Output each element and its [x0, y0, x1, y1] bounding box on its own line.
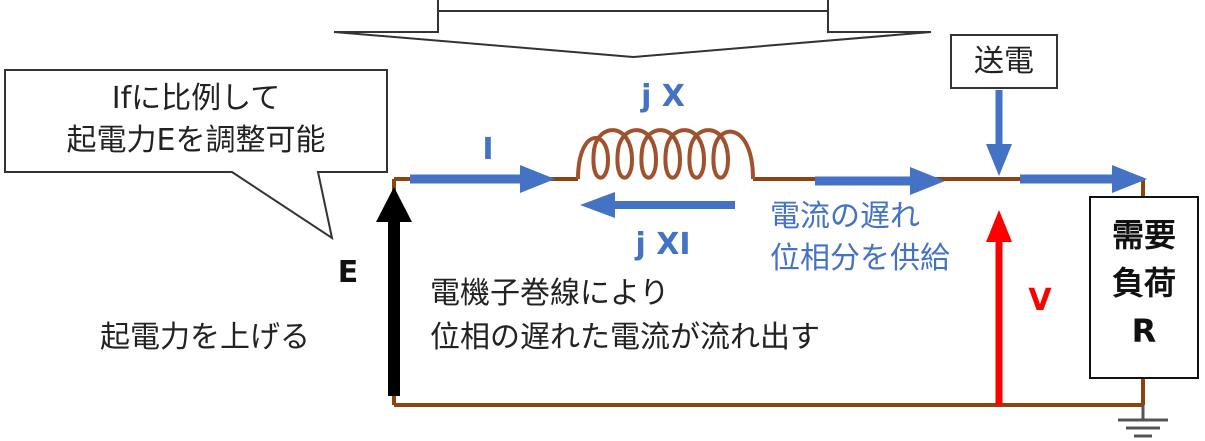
reverse-current-label: j XI	[634, 227, 690, 262]
emf-label: E	[338, 255, 359, 290]
transmission-label-box	[950, 34, 1058, 89]
load-box	[1089, 196, 1199, 379]
callout-bubble	[4, 69, 388, 241]
load-line-2: 負荷	[1112, 264, 1176, 302]
ground-icon	[1118, 405, 1168, 438]
load-arrow	[1020, 165, 1147, 193]
callout-line-1: Ifに比例して	[112, 81, 281, 116]
current-arrow	[410, 165, 555, 193]
voltage-label: V	[1028, 283, 1052, 318]
top-hollow-arrow	[333, 0, 932, 59]
armature-note-line-2: 位相の遅れた電流が流れ出す	[430, 320, 820, 355]
reverse-current-arrow	[580, 192, 735, 218]
armature-note-line-1: 電機子巻線により	[430, 276, 669, 311]
inductor-coil-icon	[576, 128, 755, 180]
voltage-arrow	[986, 210, 1012, 405]
supply-note-line-1: 電流の遅れ	[770, 199, 920, 234]
emf-arrow	[376, 187, 412, 396]
emf-note: 起電力を上げる	[100, 320, 310, 355]
load-line-3: R	[1132, 312, 1157, 350]
inductor-label: j X	[640, 79, 685, 114]
callout-line-2: 起電力Eを調整可能	[67, 123, 326, 158]
supply-note-line-2: 位相分を供給	[770, 241, 950, 276]
transmission-label: 送電	[974, 44, 1034, 79]
load-line-1: 需要	[1112, 216, 1176, 254]
supply-arrow	[815, 167, 945, 195]
current-label: I	[482, 132, 493, 167]
transmission-arrow	[986, 90, 1012, 176]
